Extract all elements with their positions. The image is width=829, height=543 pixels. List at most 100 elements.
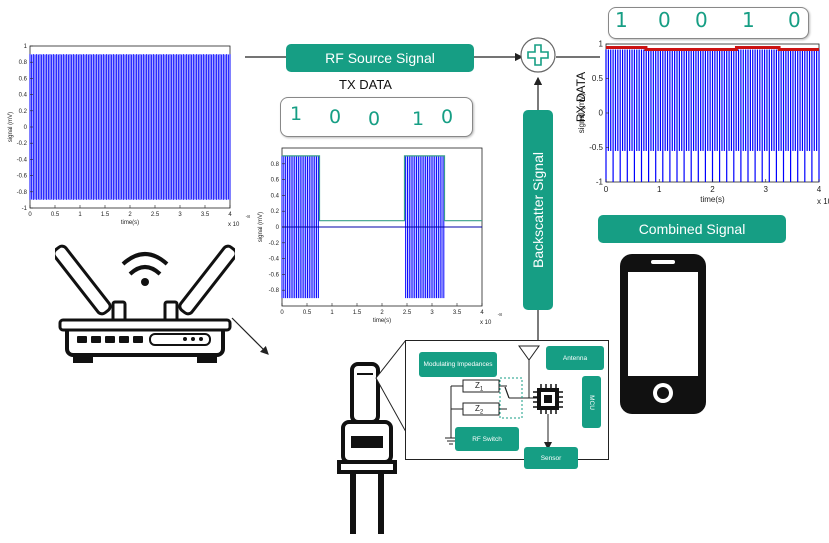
x-axis-label: time(s) (700, 195, 725, 204)
y-tick-label: 0.2 (271, 209, 280, 215)
tx-bit-1: 0 (329, 106, 342, 128)
y-tick-label: -0.5 (589, 143, 603, 152)
mcu-box: MCU (582, 376, 601, 428)
x-axis-label: time(s) (373, 318, 391, 324)
tx-bit-4: 0 (441, 106, 454, 128)
y-tick-label: 0 (599, 109, 604, 118)
rx-bit-1: 0 (658, 8, 671, 32)
y-tick-label: -0.2 (17, 141, 28, 147)
y-axis-label: signal (mV) (8, 112, 14, 142)
rx-bit-4: 0 (788, 8, 801, 32)
x-tick-label: 4 (480, 310, 484, 316)
y-tick-label: 0.8 (271, 162, 280, 168)
y-tick-label: -0.6 (269, 272, 280, 278)
backscatter-label: Backscatter Signal (523, 110, 553, 310)
x-tick-label: 0.5 (51, 212, 60, 218)
x-tick-label: 3.5 (453, 310, 462, 316)
x-exponent-label: -8 (498, 312, 503, 318)
x-multiplier-label: x 10 (480, 320, 492, 326)
x-tick-label: 2 (380, 310, 384, 316)
y-tick-label: 0.5 (592, 74, 604, 83)
signal-trace (29, 54, 231, 200)
y-tick-label: -1 (596, 178, 604, 187)
x-tick-label: 4 (228, 212, 232, 218)
y-axis-label: signal (mV) (258, 212, 264, 242)
tx-bit-0: 1 (290, 103, 303, 125)
tx-data-plot: 0 0.5 1 1.5 2 2.5 3 3.5 4 -0.8 -0.6 -0.4 -0.2 0 0.2 0.4… (258, 147, 502, 326)
switch-icon (504, 386, 510, 399)
rx-bits-box: 1 0 0 1 0 (608, 7, 809, 39)
tx-data-label: TX DATA (339, 77, 392, 92)
wifi-signal-icon (121, 252, 169, 266)
y-tick-label: -0.4 (269, 257, 280, 263)
tx-envelope (282, 155, 482, 222)
y-tick-label: 0.4 (19, 93, 28, 99)
rf-source-plot: 0 0.5 1 1.5 2 2.5 3 3.5 4 -1 -0.8 -0.6 -0.4 -0.2 0 0.2 0… (8, 44, 250, 228)
x-tick-label: 0 (604, 185, 609, 194)
x-multiplier-label: x 10 (228, 222, 240, 228)
chip-icon (533, 384, 563, 414)
rx-bit-3: 1 (742, 8, 755, 32)
y-tick-label: 0.6 (19, 76, 28, 82)
y-tick-label: -1 (22, 206, 28, 212)
x-tick-label: 3 (178, 212, 182, 218)
tx-bit-3: 1 (412, 108, 425, 130)
x-tick-label: 2.5 (151, 212, 160, 218)
x-exponent-label: -8 (246, 214, 251, 220)
y-tick-label: 1 (599, 40, 604, 49)
callout-pointer (375, 340, 407, 433)
x-tick-label: 4 (817, 185, 822, 194)
x-tick-label: 2 (128, 212, 132, 218)
y-tick-label: -0.2 (269, 241, 280, 247)
x-tick-label: 1.5 (101, 212, 110, 218)
soil-sensor-probe-icon (337, 362, 397, 534)
y-tick-label: -0.4 (17, 157, 28, 163)
signal-trace (605, 49, 820, 182)
x-tick-label: 2.5 (403, 310, 412, 316)
rf-source-label: RF Source Signal (286, 44, 474, 72)
x-tick-label: 1 (657, 185, 662, 194)
rf-switch-box: RF Switch (455, 427, 519, 451)
x-tick-label: 1.5 (353, 310, 362, 316)
y-tick-label: 0.2 (19, 109, 28, 115)
rx-envelope (606, 45, 819, 52)
rx-bit-2: 0 (695, 8, 708, 32)
sensor-box: Sensor (524, 447, 578, 469)
x-tick-label: 2 (710, 185, 715, 194)
y-axis-label: signal (mV) (577, 92, 586, 133)
smartphone-icon (620, 254, 706, 414)
z2-label: Z2 (475, 404, 484, 416)
y-tick-label: 0.8 (19, 60, 28, 66)
x-tick-label: 0 (28, 212, 32, 218)
y-tick-label: -0.6 (17, 174, 28, 180)
tx-bits-box: 1 0 0 1 0 (280, 97, 473, 137)
combined-label: Combined Signal (598, 215, 786, 243)
y-tick-label: -0.8 (17, 190, 28, 196)
adder-node (520, 37, 556, 73)
x-tick-label: 0.5 (303, 310, 312, 316)
z1-label: Z1 (475, 381, 484, 393)
y-tick-label: 1 (24, 44, 28, 50)
x-multiplier-label: x 10 (817, 197, 829, 206)
y-tick-label: -0.8 (269, 288, 280, 294)
x-tick-label: 1 (78, 212, 82, 218)
x-tick-label: 3 (430, 310, 434, 316)
wifi-router-icon (55, 244, 235, 363)
y-tick-label: 0 (276, 225, 280, 231)
y-tick-label: 0.6 (271, 178, 280, 184)
x-axis-label: time(s) (121, 220, 139, 226)
x-tick-label: 3.5 (201, 212, 210, 218)
y-tick-label: 0 (24, 125, 28, 131)
x-tick-label: 1 (330, 310, 334, 316)
y-tick-label: 0.4 (271, 193, 280, 199)
rx-bit-0: 1 (615, 8, 628, 32)
antenna-box: Antenna (546, 346, 604, 370)
router-to-sensor-arrow (231, 317, 269, 355)
plus-icon (527, 44, 549, 66)
backscatter-text: Backscatter Signal (530, 152, 547, 268)
tx-bit-2: 0 (368, 108, 381, 130)
x-tick-label: 0 (280, 310, 284, 316)
modulating-impedances-box: Modulating Impedances (419, 352, 497, 377)
circuit-wiring (445, 345, 563, 450)
